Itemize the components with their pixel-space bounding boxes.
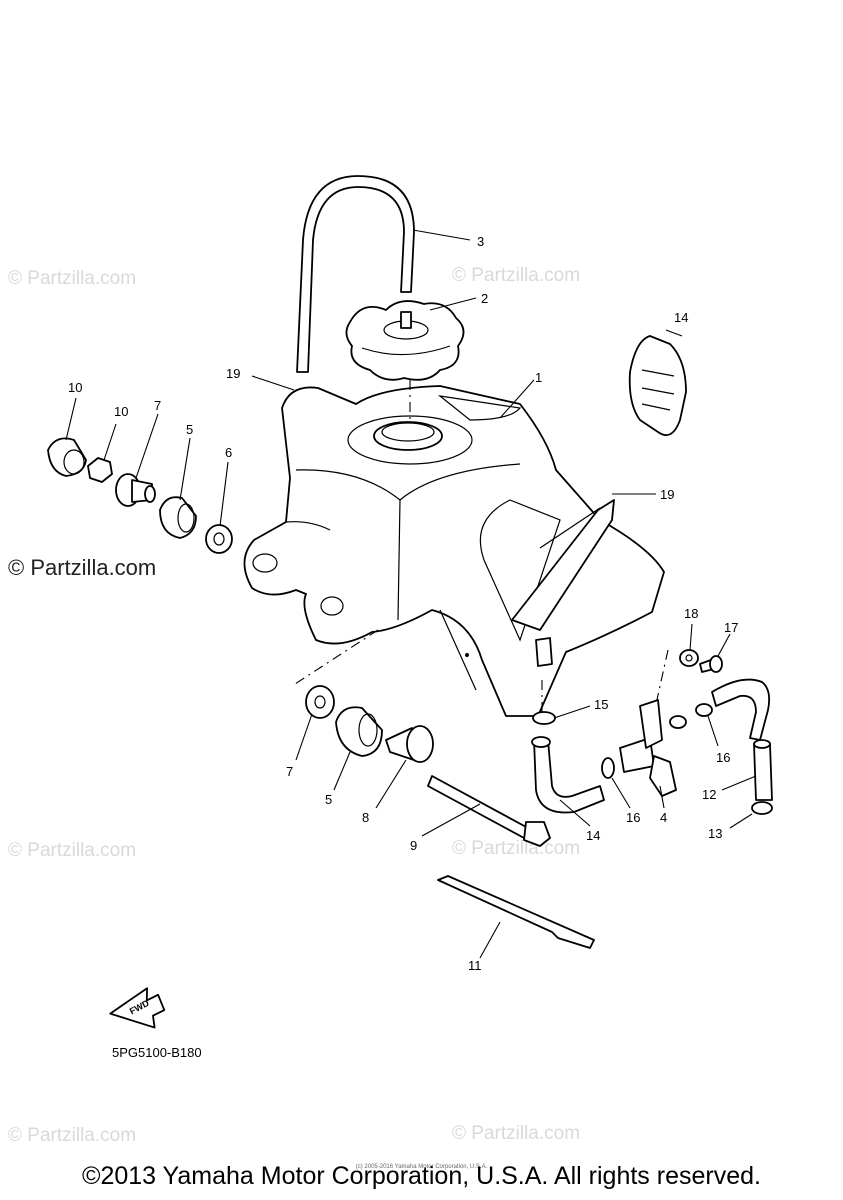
callout-7b: 8: [362, 810, 369, 825]
callout-5b: 5: [325, 792, 332, 807]
clip-part-14: [532, 711, 556, 725]
fuel-cock-part-4: [619, 699, 687, 797]
watermark: © Partzilla.com: [8, 1125, 137, 1146]
fine-print: (c) 2005-2016 Yamaha Motor Corporation, …: [355, 1164, 488, 1170]
washer-part-6: [205, 524, 233, 554]
callout-16b: 13: [708, 826, 722, 841]
callout-6b: 7: [286, 764, 293, 779]
screw-part-17: [699, 655, 723, 673]
watermark-strong: © Partzilla.com: [8, 555, 157, 580]
collar-part-7: [115, 473, 156, 507]
callout-18: 18: [684, 606, 698, 621]
fuel-hose-part-13: [531, 736, 605, 814]
hose-elbow-part: [711, 678, 771, 741]
clip-part-16b: [751, 801, 773, 815]
callout-19: 19: [226, 366, 240, 381]
callout-17: 17: [724, 620, 738, 635]
watermark: © Partzilla.com: [8, 840, 137, 861]
damper-part-5b: [335, 706, 383, 757]
damper-part-5: [159, 496, 197, 539]
callouts: 3 2 1 19 19 14 10 10 7 5 6 7 5 8 9 15 14…: [68, 234, 738, 973]
callout-13: 14: [586, 828, 600, 843]
callout-15: 12: [702, 787, 716, 802]
cap-part-10: [47, 437, 87, 477]
callout-10: 10: [68, 380, 82, 395]
callout-16: 16: [716, 750, 730, 765]
fuel-tank-part-1: [243, 385, 665, 717]
callout-9: 10: [114, 404, 128, 419]
hose-part-15: [753, 739, 773, 801]
callout-1: 1: [535, 370, 542, 385]
fuel-cap-part-2: [345, 300, 465, 381]
watermark: © Partzilla.com: [8, 268, 137, 289]
clip-part-14b: [601, 757, 615, 779]
fitting-part: [535, 637, 553, 667]
copyright-footer: ©2013 Yamaha Motor Corporation, U.S.A. A…: [82, 1162, 761, 1190]
watermark: © Partzilla.com: [452, 838, 581, 859]
callout-7: 7: [154, 398, 161, 413]
callout-5: 5: [186, 422, 193, 437]
protector-strip-part-11: [437, 875, 595, 949]
pad-part-12: [628, 335, 687, 436]
washer-part-6b: [305, 685, 335, 719]
watermark: © Partzilla.com: [452, 265, 581, 286]
callout-14b: 16: [626, 810, 640, 825]
callout-14: 15: [594, 697, 608, 712]
callout-11: 11: [468, 958, 482, 973]
callout-19b: 19: [660, 487, 674, 502]
callout-2: 2: [481, 291, 488, 306]
watermark: © Partzilla.com: [452, 1123, 581, 1144]
breather-hose-part-3: [296, 175, 415, 373]
diagram-code: 5PG5100-B180: [112, 1045, 202, 1060]
clip-part-16: [695, 703, 713, 717]
callout-4: 4: [660, 810, 667, 825]
callout-12: 14: [674, 310, 688, 325]
callout-8: 9: [410, 838, 417, 853]
callout-6: 6: [225, 445, 232, 460]
bolt-part-8: [427, 775, 551, 847]
protector-part-19: [511, 499, 615, 631]
washer-part-18: [679, 649, 699, 667]
collar-part-7b: [385, 725, 434, 763]
callout-3: 3: [477, 234, 484, 249]
fwd-arrow-icon: FWD: [109, 987, 166, 1029]
nut-part-9: [87, 457, 113, 483]
